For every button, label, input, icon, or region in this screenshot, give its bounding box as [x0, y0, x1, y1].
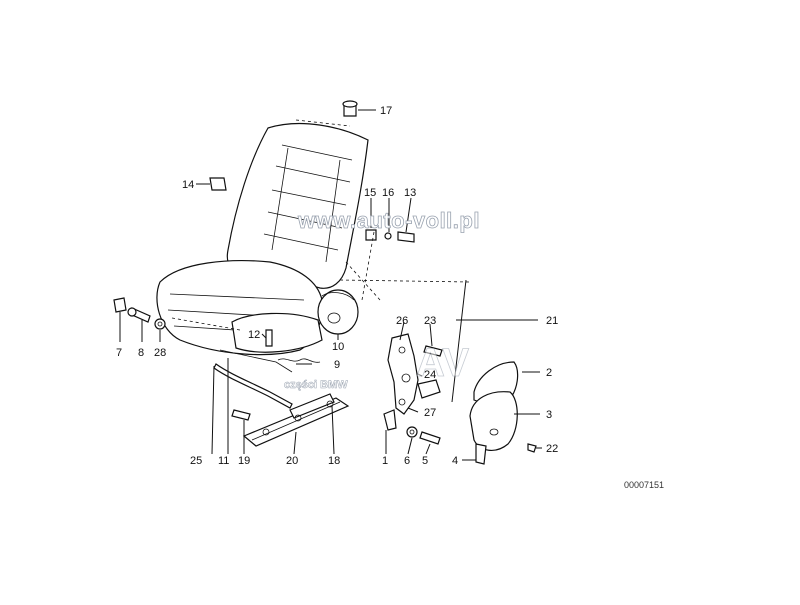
recliner-disc — [317, 289, 359, 335]
side-cover — [469, 361, 519, 465]
callout-2: 2 — [546, 367, 552, 379]
callout-25: 25 — [190, 455, 202, 467]
drawing-code: 00007151 — [624, 480, 664, 490]
screw-22 — [527, 443, 537, 453]
bolt-5 — [419, 431, 441, 445]
watermark-site: www.auto-voll.pl — [297, 208, 480, 233]
spring-9 — [277, 358, 321, 363]
callout-28: 28 — [154, 347, 166, 359]
bolt-19 — [231, 409, 251, 421]
callout-4: 4 — [452, 455, 458, 467]
seat-rail — [242, 393, 350, 447]
bolt-7 — [113, 297, 127, 313]
callout-10: 10 — [332, 341, 344, 353]
callout-12: 12 — [248, 329, 260, 341]
callout-15: 15 — [364, 187, 376, 199]
plug-17 — [342, 100, 358, 117]
callout-18: 18 — [328, 455, 340, 467]
bolt-8 — [127, 307, 151, 323]
callout-17: 17 — [380, 105, 392, 117]
callout-3: 3 — [546, 409, 552, 421]
callout-22: 22 — [546, 443, 558, 455]
callout-8: 8 — [138, 347, 144, 359]
rod-21 — [451, 279, 467, 403]
callout-6: 6 — [404, 455, 410, 467]
washer-28 — [154, 318, 166, 330]
callout-9: 9 — [334, 359, 340, 371]
watermark-parts: części BMW — [284, 379, 348, 391]
hinge-bracket — [387, 333, 441, 415]
bolt-12 — [265, 329, 273, 347]
callout-26: 26 — [396, 315, 408, 327]
clip-14 — [209, 177, 227, 191]
callout-1: 1 — [382, 455, 388, 467]
washer-6 — [406, 426, 418, 438]
callout-23: 23 — [424, 315, 436, 327]
callout-5: 5 — [422, 455, 428, 467]
callout-11: 11 — [218, 455, 229, 467]
callout-14: 14 — [182, 179, 194, 191]
seat-cushion — [156, 260, 323, 356]
callout-19: 19 — [238, 455, 250, 467]
watermark-logo: AV — [416, 341, 470, 386]
lever-1 — [383, 409, 397, 431]
callout-20: 20 — [286, 455, 298, 467]
leader-lines — [119, 109, 542, 461]
callout-7: 7 — [116, 347, 122, 359]
callouts: 17 14 15 16 13 26 23 21 12 10 9 24 2 7 8… — [116, 105, 558, 467]
callout-27: 27 — [424, 407, 436, 419]
adjustment-bar — [213, 349, 293, 409]
backrest — [226, 122, 369, 289]
watermark-logo-text: AV — [416, 341, 470, 385]
parts-15-16-13 — [365, 229, 415, 243]
callout-24: 24 — [424, 369, 436, 381]
callout-16: 16 — [382, 187, 394, 199]
callout-21: 21 — [546, 315, 558, 327]
callout-13: 13 — [404, 187, 416, 199]
bolt-23 — [423, 345, 443, 357]
assembly-lines — [171, 119, 471, 331]
